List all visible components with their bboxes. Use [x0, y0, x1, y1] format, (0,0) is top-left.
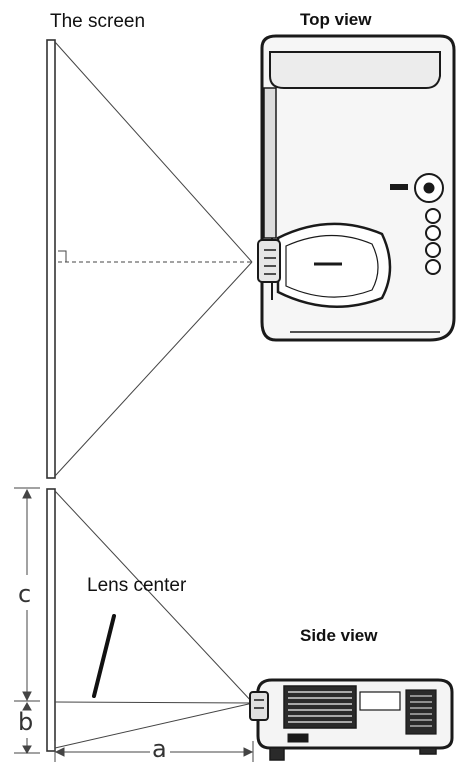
projector-top-view-icon — [257, 34, 456, 342]
side-view-label: Side view — [300, 626, 378, 645]
projector-side-view-icon — [249, 678, 454, 761]
lens-center-label: Lens center — [87, 575, 187, 596]
dimension-a — [54, 741, 254, 762]
dimension-b-label: b — [18, 708, 34, 736]
projection-beam-top — [54, 41, 253, 477]
screen-label: The screen — [50, 11, 146, 32]
dimension-c-label: c — [18, 580, 32, 608]
dimension-b — [14, 701, 40, 755]
top-view-label: Top view — [300, 10, 372, 29]
dimension-a-label: a — [152, 735, 167, 763]
lens-center-pointer — [92, 614, 116, 698]
screen-side-view — [46, 488, 56, 752]
screen-top-view — [46, 39, 56, 479]
projection-beam-side — [54, 490, 254, 749]
dimension-c — [14, 487, 40, 702]
